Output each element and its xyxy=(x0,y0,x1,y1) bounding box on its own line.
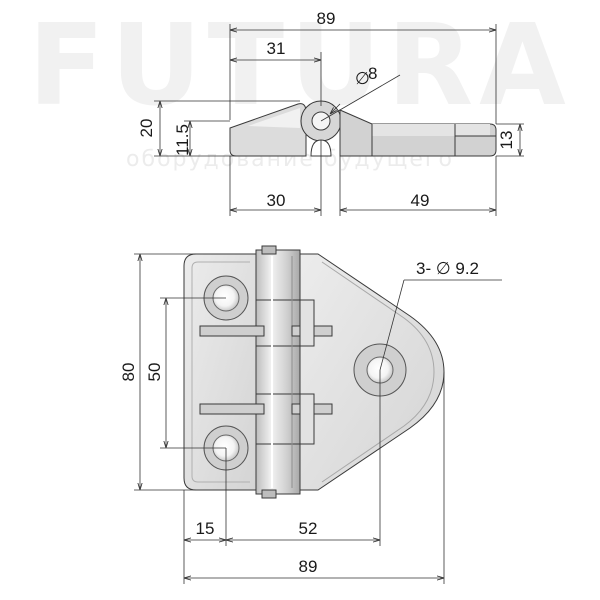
dim-thickness-13: 13 xyxy=(496,123,524,157)
tab-left-upper xyxy=(199,325,265,337)
dim-front-offset-mid-label: 52 xyxy=(299,519,318,538)
tab-right-lower-body xyxy=(299,393,315,445)
dim-front-80: 80 xyxy=(119,253,196,491)
dim-bottom-30-49: 30 49 xyxy=(229,140,497,216)
dim-height-total-label: 20 xyxy=(137,119,156,138)
dim-front-width-label: 89 xyxy=(299,557,318,576)
dim-front-50: 50 xyxy=(145,297,226,449)
dim-thickness-label: 13 xyxy=(497,131,516,150)
side-view-left-leaf-highlight xyxy=(248,108,300,128)
front-view-knuckle xyxy=(255,249,301,495)
tab-left-lower xyxy=(199,403,265,415)
side-view-right-leaf-top xyxy=(372,124,490,136)
front-view-pin-top xyxy=(261,245,277,255)
front-view-pin-bottom xyxy=(261,489,277,499)
tab-right-upper-body xyxy=(299,299,315,347)
dim-height-20: 20 xyxy=(137,100,300,157)
dim-bottom-right-label: 49 xyxy=(411,191,430,210)
dim-pin-diameter: ∅ 8 xyxy=(320,64,401,122)
dim-pin-diameter-label: 8 xyxy=(368,64,377,83)
front-view xyxy=(183,245,445,499)
dim-top-width-label: 89 xyxy=(317,9,336,28)
dim-height-11-5: 11.5 xyxy=(173,120,230,156)
dim-front-spacing-label: 50 xyxy=(145,363,164,382)
front-view-left-leaf-bevel xyxy=(191,261,250,483)
dim-height-pin-label: 11.5 xyxy=(173,124,192,156)
dim-pin-diameter-symbol: ∅ xyxy=(355,69,370,88)
dim-hole-diameter-label: 3- ∅ 9.2 xyxy=(416,259,479,278)
dim-front-offset-left-label: 15 xyxy=(196,519,215,538)
dim-front-height-label: 80 xyxy=(119,363,138,382)
dim-hole-diameter: 3- ∅ 9.2 xyxy=(379,259,502,371)
dim-top-89: 89 xyxy=(229,9,497,124)
dim-bottom-left-label: 30 xyxy=(267,191,286,210)
dim-left-to-pin-label: 31 xyxy=(267,39,286,58)
dim-top-31: 31 xyxy=(230,39,322,106)
front-view-right-leaf-bevel xyxy=(321,261,435,483)
dim-front-89: 89 xyxy=(184,557,444,578)
dim-front-15-52: 15 52 xyxy=(183,370,445,584)
